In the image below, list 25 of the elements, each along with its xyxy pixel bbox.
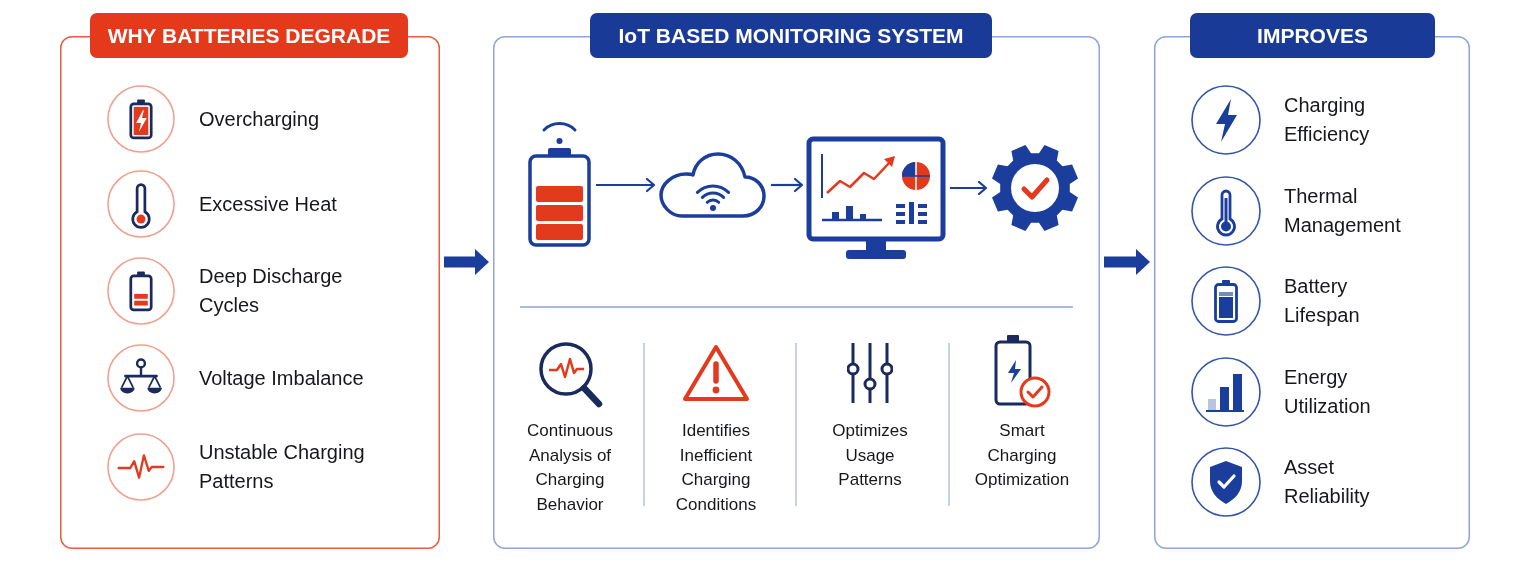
gear-check-illustration	[990, 143, 1080, 233]
list-item-text: Deep Discharge Cycles	[199, 264, 344, 318]
arrow	[596, 177, 656, 193]
feature-caption: Continuous Analysis of Charging Behavior	[526, 420, 614, 516]
arrow	[444, 249, 489, 275]
list-item-text: Voltage Imbalance	[199, 365, 365, 391]
list-item-text: Energy Utilization	[1284, 365, 1372, 419]
feature-caption: Identifies Inefficient Charging Conditions	[674, 420, 758, 516]
arrow	[950, 180, 988, 196]
list-item-text: Excessive Heat	[199, 191, 338, 217]
list-item-text: Asset Reliability	[1284, 455, 1371, 509]
arrow	[771, 177, 804, 193]
feature-caption: Optimizes Usage Patterns	[831, 420, 909, 491]
list-item-text: Battery Lifespan	[1284, 274, 1361, 328]
feature-caption: Smart Charging Optimization	[973, 420, 1071, 491]
list-item-text: Unstable Charging Patterns	[199, 440, 366, 494]
panel-title: WHY BATTERIES DEGRADE	[90, 13, 408, 58]
list-item-text: Overcharging	[199, 106, 321, 132]
monitor-chart-illustration	[806, 136, 946, 262]
list-item-text: Charging Efficiency	[1284, 93, 1371, 147]
panel-title: IMPROVES	[1190, 13, 1435, 58]
arrow	[1104, 249, 1150, 275]
list-item-text: Thermal Management	[1284, 184, 1402, 238]
panel-title: IoT BASED MONITORING SYSTEM	[590, 13, 992, 58]
cloud-wifi-illustration	[658, 150, 767, 220]
